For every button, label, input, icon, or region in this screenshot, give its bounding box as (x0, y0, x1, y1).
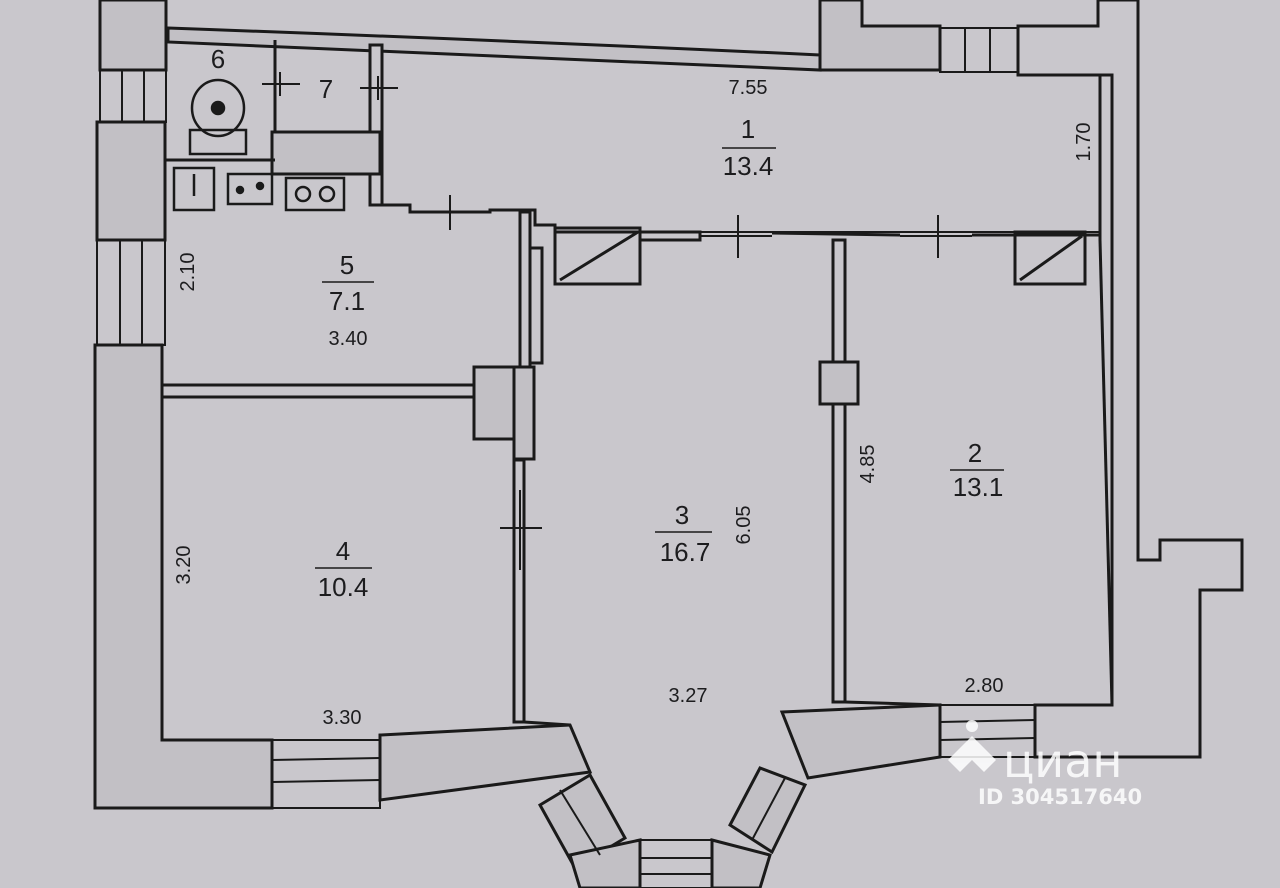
fixtures (172, 78, 346, 212)
room-area: 13.4 (723, 151, 774, 181)
room-area: 16.7 (660, 537, 711, 567)
dimension-label: 2.80 (965, 675, 1004, 697)
dimension-label: 7.55 (729, 77, 768, 99)
room-6-number: 6 (211, 44, 225, 74)
dimension-label: 1.70 (1073, 123, 1095, 162)
stove-icon (226, 172, 346, 212)
dimension-label: 3.40 (329, 328, 368, 350)
cian-logo-icon (948, 720, 996, 772)
dimension-label: 3.27 (669, 685, 708, 707)
room-area: 10.4 (318, 572, 369, 602)
sink-icon (172, 166, 216, 212)
dimension-label: 4.85 (857, 445, 879, 484)
toilet-icon (188, 78, 248, 156)
watermark: циан ID 304517640 (948, 720, 1142, 809)
interior-walls (160, 26, 1114, 727)
room-2-label: 2 13.1 (950, 438, 1004, 502)
watermark-brand: циан (1003, 734, 1122, 788)
room-number: 5 (340, 250, 354, 280)
windows (96, 27, 1036, 888)
dimension-label: 3.20 (173, 546, 195, 585)
room-5-label: 5 7.1 (322, 250, 374, 316)
room-number: 3 (675, 500, 689, 530)
room-number: 2 (968, 438, 982, 468)
dimension-label: 6.05 (733, 506, 755, 545)
room-7-number: 7 (319, 74, 333, 104)
room-area: 13.1 (953, 472, 1004, 502)
room-area: 7.1 (329, 286, 365, 316)
dimension-label: 3.30 (323, 707, 362, 729)
room-number: 4 (336, 536, 350, 566)
watermark-listing-id: ID 304517640 (978, 785, 1142, 809)
room-4-label: 4 10.4 (315, 536, 372, 602)
room-3-label: 3 16.7 (655, 500, 712, 567)
room-1-label: 1 13.4 (722, 114, 776, 181)
door-marks (262, 72, 972, 570)
dimension-label: 2.10 (177, 253, 199, 292)
room-number: 1 (741, 114, 755, 144)
